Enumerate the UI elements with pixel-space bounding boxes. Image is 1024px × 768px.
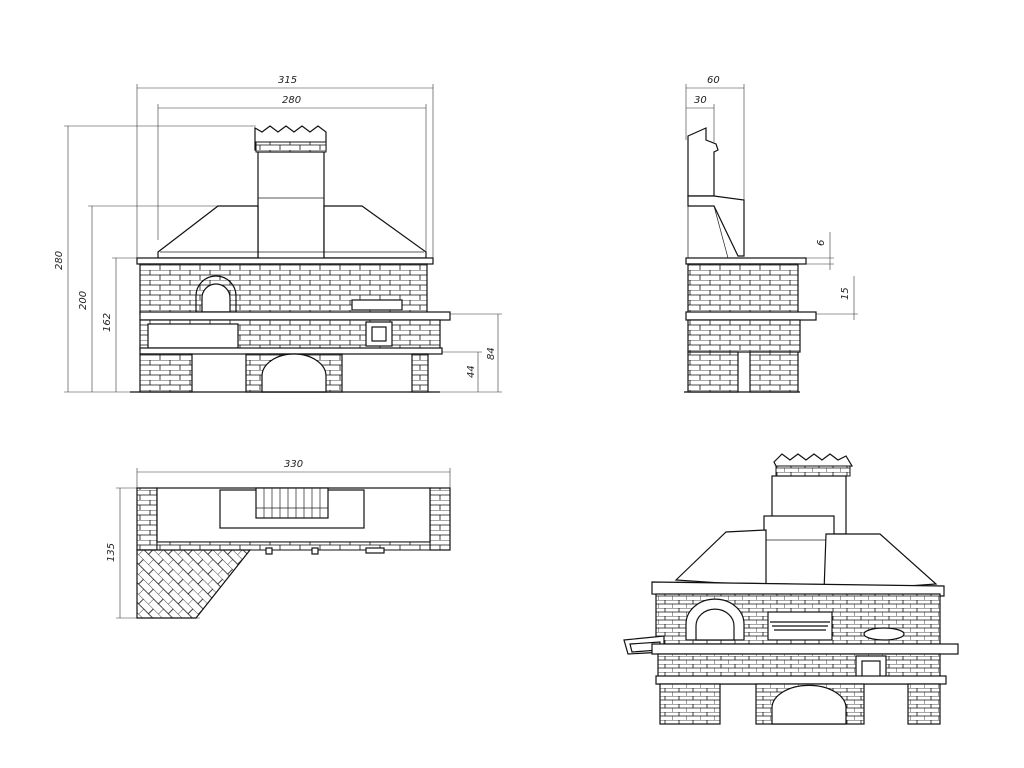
iso-chimney xyxy=(763,453,854,589)
dim-200-label: 200 xyxy=(78,291,89,310)
dim-280-label: 280 xyxy=(282,95,301,106)
front-chimney xyxy=(254,125,327,261)
dim-6-label: 6 xyxy=(816,240,827,246)
plan-view: 330 135 xyxy=(106,459,451,619)
front-hood xyxy=(157,205,427,259)
dim-84-label: 84 xyxy=(486,347,497,360)
dim-135-label: 135 xyxy=(106,543,117,562)
side-body xyxy=(684,257,817,393)
front-left-dimensions: 280 200 162 xyxy=(54,125,256,393)
side-chimney xyxy=(687,127,745,259)
dim-315-label: 315 xyxy=(278,75,297,86)
iso-grill-grate xyxy=(770,621,830,631)
front-body xyxy=(130,257,451,393)
dim-330-label: 330 xyxy=(284,459,303,470)
dim-15-label: 15 xyxy=(840,287,851,300)
plan-body xyxy=(136,487,451,619)
dim-60-label: 60 xyxy=(707,75,720,86)
front-view: 315 280 280 200 162 84 44 xyxy=(54,75,502,393)
side-view: 60 30 6 15 xyxy=(684,75,858,393)
dim-280-height-label: 280 xyxy=(54,251,65,270)
iso-body xyxy=(623,581,959,725)
side-dimensions: 60 30 6 15 xyxy=(685,75,858,320)
dim-30-label: 30 xyxy=(694,95,707,106)
dim-162-label: 162 xyxy=(102,313,113,332)
front-top-dimensions: 315 280 xyxy=(136,75,434,262)
isometric-view xyxy=(623,453,959,725)
dim-44-label: 44 xyxy=(466,365,477,378)
plan-grill-bars xyxy=(263,488,321,518)
